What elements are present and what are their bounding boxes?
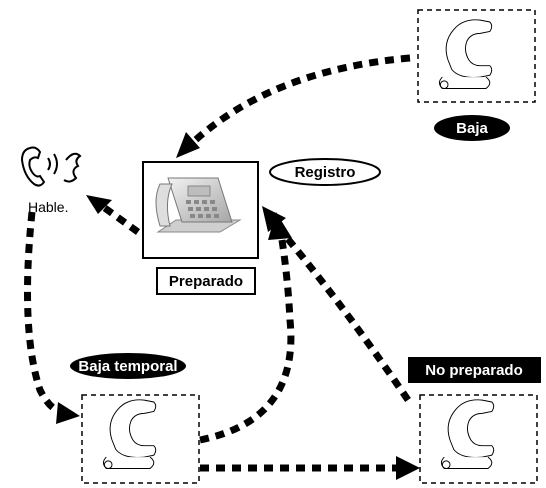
preparado-label: Preparado xyxy=(156,267,256,295)
hable-label: Hable. xyxy=(28,199,68,215)
svg-text:Baja: Baja xyxy=(456,120,488,137)
baja-label: Baja xyxy=(434,115,510,141)
registro-label: Registro xyxy=(269,158,381,186)
arrow-baja-temporal-to-no-preparado xyxy=(200,456,420,480)
no-preparado-phone-box xyxy=(419,394,538,484)
svg-text:Preparado: Preparado xyxy=(169,273,243,290)
svg-text:Registro: Registro xyxy=(295,164,356,181)
desk-phone-icon xyxy=(155,177,242,233)
arrow-preparado-to-hable xyxy=(86,195,141,235)
arrow-no-preparado-to-preparado xyxy=(262,206,411,402)
arrow-hable-to-baja-temporal xyxy=(24,211,80,424)
talking-handset-icon xyxy=(20,146,82,187)
svg-text:No preparado: No preparado xyxy=(425,362,523,379)
no-preparado-label: No preparado xyxy=(408,357,541,383)
baja-temporal-phone-box xyxy=(81,394,200,484)
arrow-baja-to-preparado xyxy=(176,54,411,158)
baja-phone-box xyxy=(417,9,536,103)
preparado-phone-box xyxy=(142,161,259,259)
svg-text:Baja temporal: Baja temporal xyxy=(78,358,177,375)
baja-temporal-label: Baja temporal xyxy=(70,353,186,379)
